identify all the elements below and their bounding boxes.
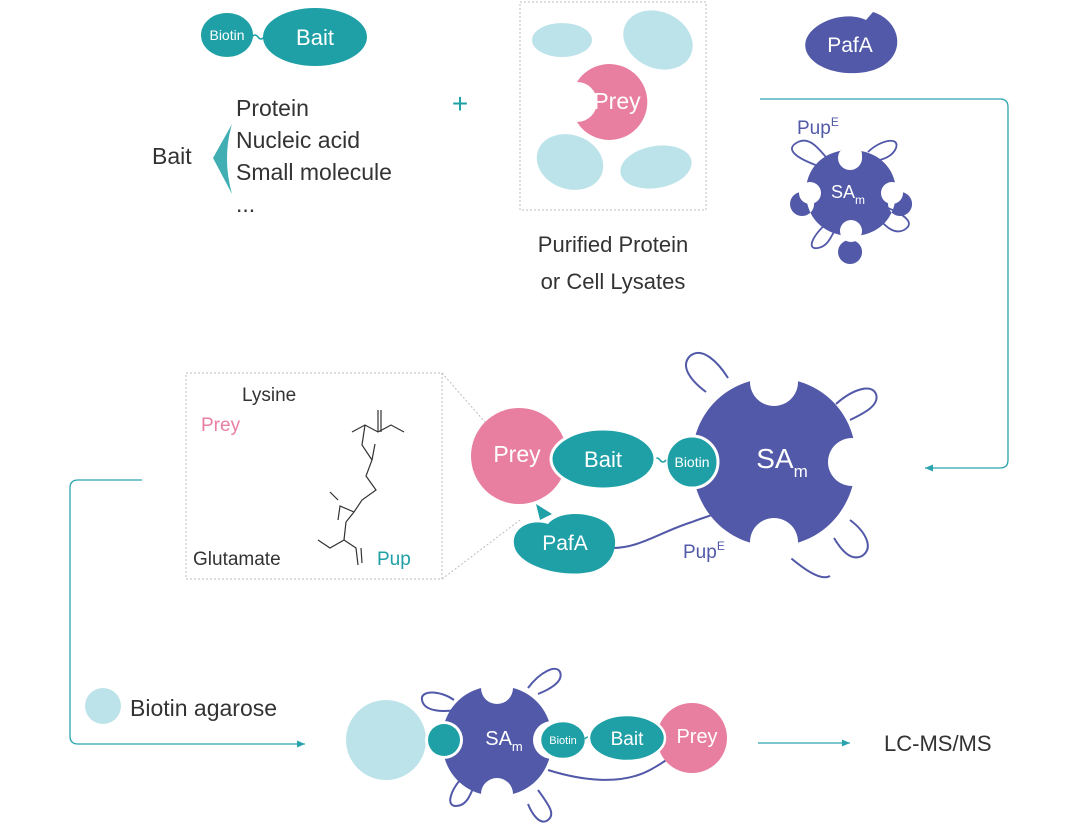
bait-type-more: ... xyxy=(236,191,255,217)
complex-pup-label: PupE xyxy=(683,539,725,563)
prey-shape xyxy=(577,63,648,140)
binding-pocket xyxy=(481,672,513,704)
linker xyxy=(251,34,265,40)
pafa-label: PafA xyxy=(827,34,873,57)
pup-tail xyxy=(685,351,729,393)
binding-pocket xyxy=(799,182,821,204)
bead-biotin xyxy=(428,724,460,756)
biotin-bait-probe: Biotin Bait xyxy=(201,8,367,66)
lysate-caption-line2: or Cell Lysates xyxy=(541,269,686,294)
binding-pocket xyxy=(840,220,862,242)
pup-tail xyxy=(449,779,475,808)
bait-bracket xyxy=(213,124,232,194)
binding-pocket xyxy=(840,144,862,166)
lcmsms-label: LC-MS/MS xyxy=(884,731,992,756)
bottom-bait-label: Bait xyxy=(611,729,644,750)
lysine-label: Lysine xyxy=(242,385,296,406)
bait-type-nucleic-acid: Nucleic acid xyxy=(236,127,360,153)
zoom-guide xyxy=(441,519,521,580)
bottom-bait-shape xyxy=(587,713,667,763)
binding-pocket xyxy=(481,778,513,810)
sam-shape-small xyxy=(790,146,913,264)
protein-blob xyxy=(536,134,604,190)
complex-bait-shape xyxy=(549,427,657,491)
agarose-bead-icon xyxy=(85,688,121,724)
pulldown-complex: SAm Biotin Prey Bait xyxy=(346,667,727,823)
complex-prey-shape xyxy=(471,408,567,504)
pup-tail xyxy=(527,789,553,823)
bottom-biotin-label: Biotin xyxy=(549,735,577,747)
agarose-bead xyxy=(346,700,426,780)
bait-label: Bait xyxy=(296,25,334,50)
flow-arrow-to-pulldown xyxy=(69,479,305,748)
lysate-panel: Prey Purified Protein or Cell Lysates xyxy=(519,1,707,294)
pafa-hook xyxy=(536,504,552,520)
pup-tail xyxy=(833,519,869,559)
complex-pafa-label: PafA xyxy=(542,532,588,555)
zoom-pup-label: Pup xyxy=(377,549,411,570)
biotin-shape xyxy=(664,434,720,490)
glutamate-label: Glutamate xyxy=(193,549,281,570)
zoom-box xyxy=(185,372,443,580)
protein-blob xyxy=(623,10,693,70)
bottom-prey-shape xyxy=(657,703,727,773)
complex-biotin-label: Biotin xyxy=(674,454,709,470)
flow-arrow-to-complex xyxy=(760,98,1009,472)
bottom-prey-label: Prey xyxy=(676,726,717,748)
pup-label: PupE xyxy=(797,115,839,139)
sam-shape-bottom xyxy=(442,686,552,796)
binding-pocket xyxy=(750,518,798,566)
protein-blob xyxy=(532,23,592,57)
biotin-label: Biotin xyxy=(209,27,244,43)
pup-tail xyxy=(785,553,831,579)
legend-label: Biotin agarose xyxy=(130,695,277,721)
pup-tail xyxy=(791,139,831,169)
complex-pafa-shape xyxy=(513,514,616,574)
sam-label: SAm xyxy=(831,182,865,207)
binding-pocket xyxy=(881,182,903,204)
lysate-caption-line1: Purified Protein xyxy=(538,232,688,257)
isopeptide-structure xyxy=(317,410,405,566)
complex-prey-label: Prey xyxy=(493,441,541,467)
plus-sign: + xyxy=(452,88,468,119)
prey-label: Prey xyxy=(593,88,641,114)
bottom-biotin-shape xyxy=(538,719,588,761)
biotin-agarose-legend: Biotin agarose xyxy=(85,688,277,724)
pafa-enzyme: PafA xyxy=(805,12,898,74)
chemistry-zoom-panel: Lysine Prey Glutamate Pup xyxy=(185,372,521,580)
lysate-box xyxy=(519,1,707,211)
pup-sam-fusion-small: PupE SAm xyxy=(790,115,913,264)
pup-tail xyxy=(835,387,878,421)
labeled-complex: SAm PupE Biotin Prey Bait PafA xyxy=(471,351,878,579)
bait-type-protein: Protein xyxy=(236,95,309,121)
pafa-shape xyxy=(805,12,898,74)
sam-large-label: SAm xyxy=(756,443,808,481)
bait-type-small-molecule: Small molecule xyxy=(236,159,392,185)
protein-blob xyxy=(620,145,692,189)
complex-bait-label: Bait xyxy=(584,447,622,472)
biotin-shape xyxy=(201,13,253,57)
bait-shape xyxy=(263,8,367,66)
bait-types: Bait Protein Nucleic acid Small molecule… xyxy=(152,95,392,217)
pup-tail xyxy=(420,691,457,712)
bottom-sam-label: SAm xyxy=(485,728,523,754)
zoom-prey-label: Prey xyxy=(201,415,241,436)
pup-tail xyxy=(527,667,562,695)
bait-bracket-label: Bait xyxy=(152,143,192,169)
binding-pocket xyxy=(750,358,798,406)
binding-pocket xyxy=(828,438,876,486)
sam-shape-large xyxy=(692,378,856,546)
